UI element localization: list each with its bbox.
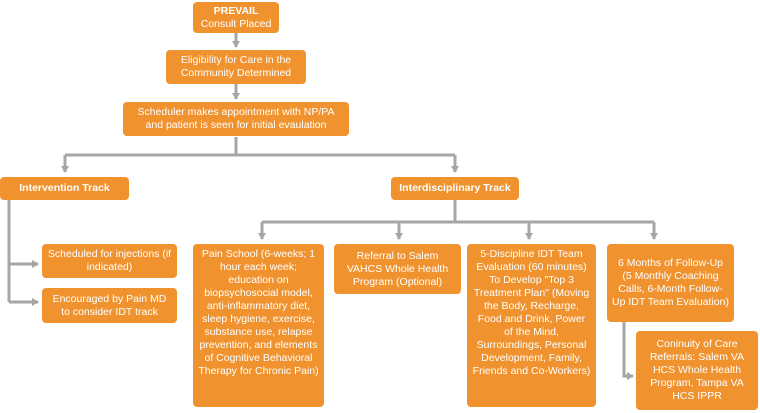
arrow-to-continuity bbox=[622, 322, 634, 380]
injections-box: Scheduled for injections (if indicated) bbox=[42, 244, 177, 278]
prevail-consult-box: PREVAIL Consult Placed bbox=[193, 2, 279, 33]
intervention-track-label: Intervention Track bbox=[19, 182, 110, 194]
encouraged-box: Encouraged by Pain MD to consider IDT tr… bbox=[42, 288, 177, 323]
scheduler-text: Scheduler makes appointment with NP/PA a… bbox=[137, 106, 335, 131]
prevail-title: PREVAIL bbox=[213, 4, 259, 17]
encouraged-text: Encouraged by Pain MD to consider IDT tr… bbox=[52, 292, 167, 318]
pain-school-text: Pain School (6-weeks; 1 hour each week; … bbox=[198, 248, 319, 377]
whole-health-text: Referral to Salem VAHCS Whole Health Pro… bbox=[346, 249, 449, 288]
idt-evaluation-text: 5-Discipline IDT Team Evaluation (60 min… bbox=[472, 248, 591, 377]
follow-up-box: 6 Months of Follow-Up (5 Monthly Coachin… bbox=[607, 244, 734, 322]
interdisciplinary-track-label: Interdisciplinary Track bbox=[399, 182, 511, 194]
injections-text: Scheduled for injections (if indicated) bbox=[47, 248, 172, 273]
intervention-track-box: Intervention Track bbox=[0, 177, 129, 200]
follow-up-text: 6 Months of Follow-Up (5 Monthly Coachin… bbox=[612, 257, 729, 308]
idt-evaluation-box: 5-Discipline IDT Team Evaluation (60 min… bbox=[467, 244, 596, 407]
prevail-subtitle: Consult Placed bbox=[200, 17, 272, 30]
eligibility-box: Eligibility for Care in the Community De… bbox=[166, 50, 306, 84]
whole-health-box: Referral to Salem VAHCS Whole Health Pro… bbox=[334, 244, 461, 294]
interdisciplinary-track-box: Interdisciplinary Track bbox=[391, 177, 519, 200]
scheduler-box: Scheduler makes appointment with NP/PA a… bbox=[123, 102, 349, 136]
pain-school-box: Pain School (6-weeks; 1 hour each week; … bbox=[193, 244, 324, 407]
eligibility-text: Eligibility for Care in the Community De… bbox=[180, 54, 292, 79]
continuity-text: Coninuity of Care Referrals: Salem VA HC… bbox=[649, 338, 745, 402]
continuity-box: Coninuity of Care Referrals: Salem VA HC… bbox=[636, 331, 758, 410]
